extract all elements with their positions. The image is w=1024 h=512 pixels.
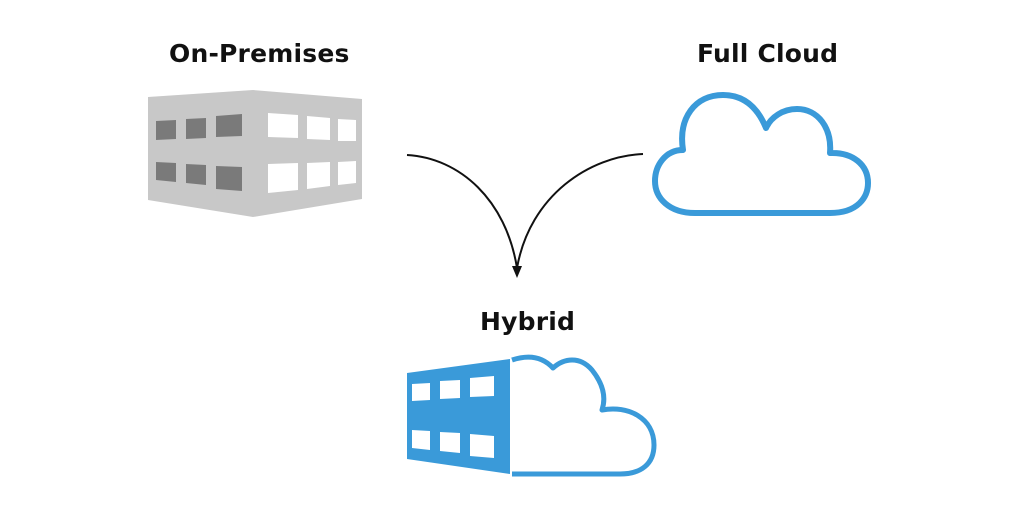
building-cloud-icon	[407, 354, 657, 477]
on-premises-label: On-Premises	[169, 39, 350, 68]
cloud-icon	[652, 92, 871, 216]
building-icon	[148, 90, 362, 217]
full-cloud-label: Full Cloud	[697, 39, 839, 68]
arrow-from-on-premises	[406, 154, 518, 269]
arrow-from-full-cloud	[516, 153, 644, 269]
converging-arrows	[406, 153, 644, 278]
hybrid-label: Hybrid	[480, 307, 576, 336]
arrow-head	[512, 266, 522, 278]
